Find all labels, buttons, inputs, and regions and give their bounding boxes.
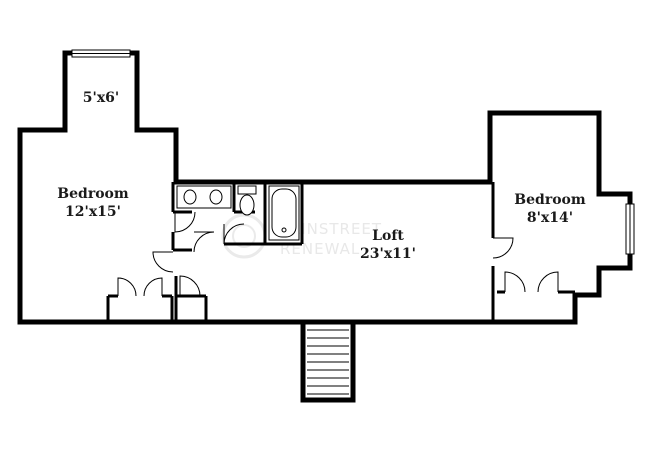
bedroom-left-dims: 12'x15': [65, 204, 121, 220]
watermark-logo-icon: [221, 213, 267, 259]
room-labels: 5'x6' Bedroom 12'x15' Loft 23'x11' Bedro…: [57, 90, 586, 262]
doors: [117, 211, 559, 297]
loft-dims: 23'x11': [360, 246, 416, 262]
sink-left-icon: [183, 189, 197, 205]
loft-name: Loft: [372, 228, 404, 244]
window-right: [625, 203, 635, 255]
toilet-icon: [239, 194, 255, 216]
small-room-dims: 5'x6': [83, 90, 119, 106]
toilet-tank: [237, 185, 257, 195]
window-top: [71, 49, 131, 58]
bathroom-fixtures: [176, 185, 300, 241]
interior-walls: [106, 182, 575, 322]
bedroom-right-dims: 8'x14': [527, 210, 573, 226]
staircase: [307, 329, 349, 395]
bedroom-right-name: Bedroom: [514, 192, 586, 208]
sink-right-icon: [209, 189, 223, 205]
exterior-walls: [17, 50, 633, 403]
bedroom-left-name: Bedroom: [57, 186, 129, 202]
